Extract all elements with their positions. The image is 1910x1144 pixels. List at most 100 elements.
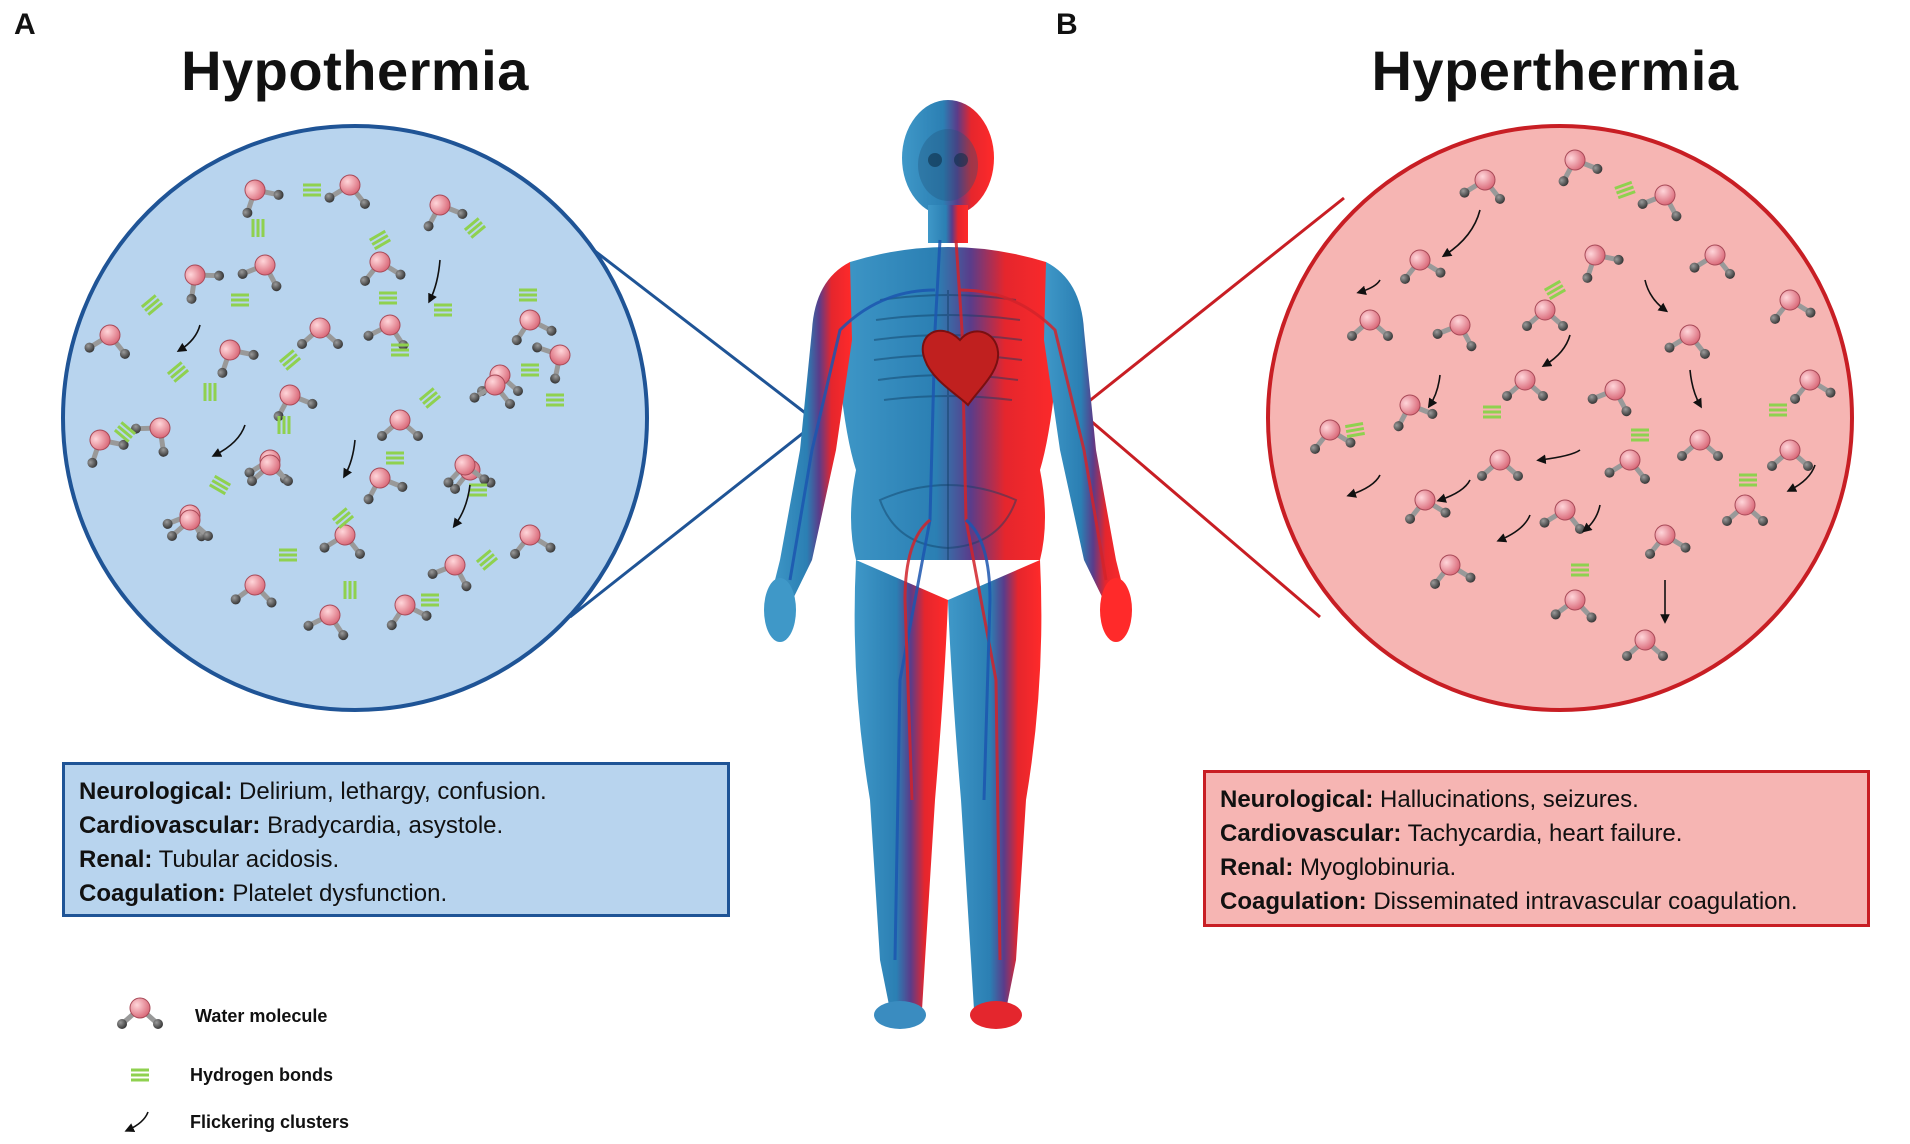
legend-water-label: Water molecule xyxy=(195,1006,328,1026)
hypothermia-circle xyxy=(61,124,649,712)
water-molecule-icon xyxy=(84,324,130,359)
water-molecule-icon xyxy=(1582,244,1624,283)
legend-icons xyxy=(117,997,163,1133)
water-molecule-icon xyxy=(1722,494,1768,526)
flicker-arrow-icon xyxy=(1436,479,1471,503)
water-molecule-icon xyxy=(1550,589,1597,623)
water-molecule-icon xyxy=(1400,249,1446,284)
water-molecule-icon xyxy=(469,374,515,409)
water-molecule-icon xyxy=(423,194,468,232)
water-molecule-icon xyxy=(1459,169,1505,204)
water-molecule-icon xyxy=(87,429,129,468)
water-molecule-icon xyxy=(324,174,370,209)
hydrogen-bond-icon xyxy=(546,393,564,407)
water-molecule-icon xyxy=(443,454,490,488)
water-molecule-icon xyxy=(1645,524,1691,559)
hydrogen-bond-icon xyxy=(418,387,442,409)
water-molecule-icon xyxy=(319,524,365,559)
water-molecule-icon xyxy=(1522,299,1568,331)
water-molecule-icon xyxy=(1347,309,1393,341)
flicker-arrow-icon xyxy=(211,424,246,457)
water-molecule-icon xyxy=(511,309,557,346)
hydrogen-bond-icon xyxy=(434,303,452,317)
hydrogen-bond-icon xyxy=(1345,422,1365,438)
hydrogen-bond-icon xyxy=(368,229,392,251)
water-molecule-icon xyxy=(1677,429,1723,461)
hydrogen-bond-icon xyxy=(386,451,404,465)
water-molecule-icon xyxy=(273,384,318,422)
water-molecule-icon xyxy=(1637,184,1682,222)
legend-water-molecule-icon xyxy=(117,997,163,1029)
hyperthermia-molecules xyxy=(1310,149,1836,661)
hydrogen-bond-icon xyxy=(391,343,409,357)
cold-renal-row: Renal: Tubular acidosis. xyxy=(79,846,340,873)
water-molecule-icon xyxy=(1432,314,1477,352)
hypothermia-molecules xyxy=(84,174,571,641)
flicker-arrow-icon xyxy=(452,484,471,529)
water-molecule-icon xyxy=(532,342,571,384)
water-molecule-icon xyxy=(1604,449,1650,484)
water-molecule-icon xyxy=(1393,394,1438,432)
legend-flicker-label: Flickering clusters xyxy=(190,1112,350,1132)
hydrogen-bond-icon xyxy=(1769,403,1787,417)
flicker-arrow-icon xyxy=(1356,279,1381,295)
water-molecule-icon xyxy=(363,467,408,505)
hydrogen-bond-icon xyxy=(1571,563,1589,577)
legend-hydrogen-bond-icon xyxy=(131,1068,149,1082)
hyperthermia-effects-box: Neurological: Hallucinations, seizures. … xyxy=(1203,770,1870,927)
flicker-arrow-icon xyxy=(1427,374,1441,409)
hydrogen-bond-icon xyxy=(521,363,539,377)
water-molecule-icon xyxy=(1502,369,1548,401)
hydrogen-bond-icon xyxy=(208,474,232,496)
hydrogen-bond-icon xyxy=(469,483,487,497)
hydrogen-bond-icon xyxy=(231,293,249,307)
legend-flicker-arrow-icon xyxy=(124,1111,149,1133)
hot-cardio-row: Cardiovascular: Tachycardia, heart failu… xyxy=(1220,820,1683,847)
hydrogen-bond-icon xyxy=(1631,428,1649,442)
hydrogen-bond-icon xyxy=(203,383,217,401)
flicker-arrow-icon xyxy=(1496,514,1531,543)
hydrogen-bond-icon xyxy=(113,421,137,443)
water-molecule-icon xyxy=(1664,324,1710,359)
water-molecule-icon xyxy=(386,594,432,631)
water-molecule-icon xyxy=(427,554,472,592)
hydrogen-bond-icon xyxy=(1543,279,1567,301)
zoom-connector-hot xyxy=(1077,196,1345,619)
water-molecule-icon xyxy=(1405,489,1451,524)
water-molecule-icon xyxy=(242,179,284,218)
hypothermia-effects-box: Neurological: Delirium, lethargy, confus… xyxy=(62,762,730,917)
water-molecule-icon xyxy=(510,524,556,559)
water-molecule-icon xyxy=(360,251,406,286)
water-molecule-icon xyxy=(1587,379,1632,417)
hydrogen-bond-icon xyxy=(331,507,355,529)
flicker-arrow-icon xyxy=(1582,504,1601,533)
flicker-arrow-icon xyxy=(1786,464,1816,492)
cold-cardio-row: Cardiovascular: Bradycardia, asystole. xyxy=(79,812,504,839)
hot-neuro-row: Neurological: Hallucinations, seizures. xyxy=(1220,786,1639,813)
water-molecule-icon xyxy=(230,574,277,608)
panel-a-letter: A xyxy=(14,8,36,41)
hydrogen-bond-icon xyxy=(421,593,439,607)
hydrogen-bond-icon xyxy=(251,219,265,237)
hydrogen-bond-icon xyxy=(519,288,537,302)
water-molecule-icon xyxy=(1558,149,1603,187)
flicker-arrow-icon xyxy=(428,259,441,304)
flicker-arrow-icon xyxy=(1541,334,1571,367)
flicker-arrow-icon xyxy=(1441,209,1481,258)
hydrogen-bond-icon xyxy=(1483,405,1501,419)
hyperthermia-circle xyxy=(1266,124,1854,712)
water-molecule-icon xyxy=(1770,289,1816,324)
water-molecule-icon xyxy=(1622,629,1668,661)
flicker-arrow-icon xyxy=(1346,474,1381,498)
hydrogen-bond-icon xyxy=(166,361,190,383)
legend-hbond-label: Hydrogen bonds xyxy=(190,1065,333,1085)
hot-renal-row: Renal: Myoglobinuria. xyxy=(1220,854,1457,881)
water-molecule-icon xyxy=(297,317,343,349)
flicker-arrow-icon xyxy=(176,324,201,353)
cold-neuro-row: Neurological: Delirium, lethargy, confus… xyxy=(79,778,547,805)
hot-coag-row: Coagulation: Disseminated intravascular … xyxy=(1220,888,1798,915)
water-molecule-icon xyxy=(1790,369,1836,404)
hydrogen-bond-icon xyxy=(379,291,397,305)
flicker-arrow-icon xyxy=(1689,369,1702,409)
water-molecule-icon xyxy=(1689,244,1735,279)
